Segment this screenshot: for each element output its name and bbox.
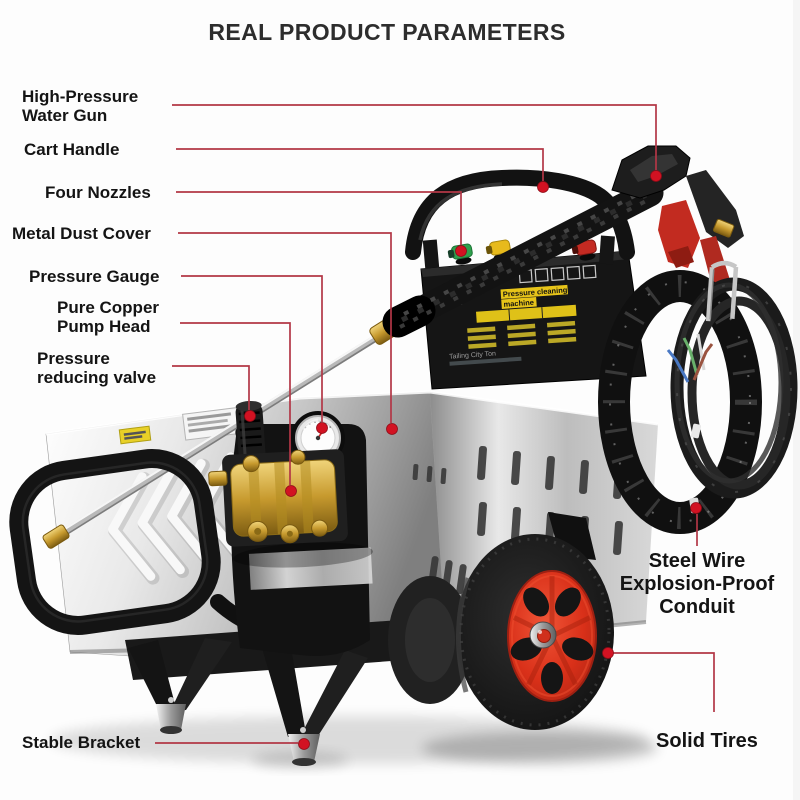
wire-brown	[692, 343, 714, 381]
rim-spoke-gaps	[510, 587, 594, 694]
feature-icons	[518, 264, 597, 284]
front-handle	[9, 449, 221, 635]
callout-dot-high-pressure-water-gun	[650, 170, 662, 182]
label-metal-dust-cover: Metal Dust Cover	[12, 224, 151, 243]
label-solid-tires: Solid Tires	[656, 730, 758, 752]
warning-sticker	[118, 425, 152, 445]
wire-blue	[666, 349, 690, 383]
spec-table-header	[475, 304, 577, 323]
lance-ribbed-tube	[382, 179, 664, 338]
callout-dot-stable-bracket	[298, 738, 310, 750]
callout-line-cart-handle	[176, 148, 544, 181]
label-stable-bracket: Stable Bracket	[22, 733, 141, 752]
callout-dot-pressure-gauge	[316, 422, 328, 434]
callout-dot-solid-tires	[602, 647, 614, 659]
label-pressure-reducing-valve: Pressure reducing valve	[37, 349, 157, 387]
callout-line-four-nozzles	[176, 191, 462, 245]
callout-dot-cart-handle	[537, 181, 549, 193]
label-high-pressure-water-gun: High-Pressure Water Gun	[22, 87, 139, 125]
hose-coils	[598, 270, 798, 534]
callout-dot-pure-copper-pump-head	[285, 485, 297, 497]
label-pure-copper-pump-head: Pure Copper Pump Head	[57, 298, 160, 336]
callout-dot-pressure-reducing-valve	[244, 410, 256, 422]
label-four-nozzles: Four Nozzles	[45, 183, 151, 202]
callout-line-pressure-gauge	[181, 275, 323, 422]
wrapped-hose-coil	[598, 270, 762, 534]
label-pressure-gauge: Pressure Gauge	[29, 267, 160, 286]
callout-line-pure-copper-pump-head	[180, 322, 291, 485]
callout-line-high-pressure-water-gun	[172, 104, 657, 170]
label-cart-handle: Cart Handle	[24, 140, 120, 159]
panel-title-line2: machine	[503, 298, 534, 309]
spec-rows	[467, 320, 577, 349]
hose-hook	[705, 260, 739, 322]
callout-line-solid-tires	[612, 652, 715, 712]
panel-footer-text: Tailing City Ton	[449, 350, 496, 360]
page-title: REAL PRODUCT PARAMETERS	[208, 19, 566, 45]
spray-gun	[611, 145, 744, 286]
floor-shadow	[50, 716, 658, 768]
callout-line-metal-dust-cover	[178, 232, 392, 423]
callout-dot-metal-dust-cover	[386, 423, 398, 435]
label-steel-wire-conduit: Steel Wire Explosion-Proof Conduit	[619, 550, 775, 618]
left-foot	[156, 704, 186, 730]
pump-head	[208, 449, 373, 590]
callout-dot-steel-wire-conduit	[690, 502, 702, 514]
callout-line-pressure-reducing-valve	[172, 365, 250, 410]
callouts	[155, 104, 715, 750]
front-wheel	[455, 512, 614, 730]
wire-green	[682, 337, 699, 376]
callout-dot-four-nozzles	[455, 245, 467, 257]
stable-brackets	[128, 638, 368, 766]
